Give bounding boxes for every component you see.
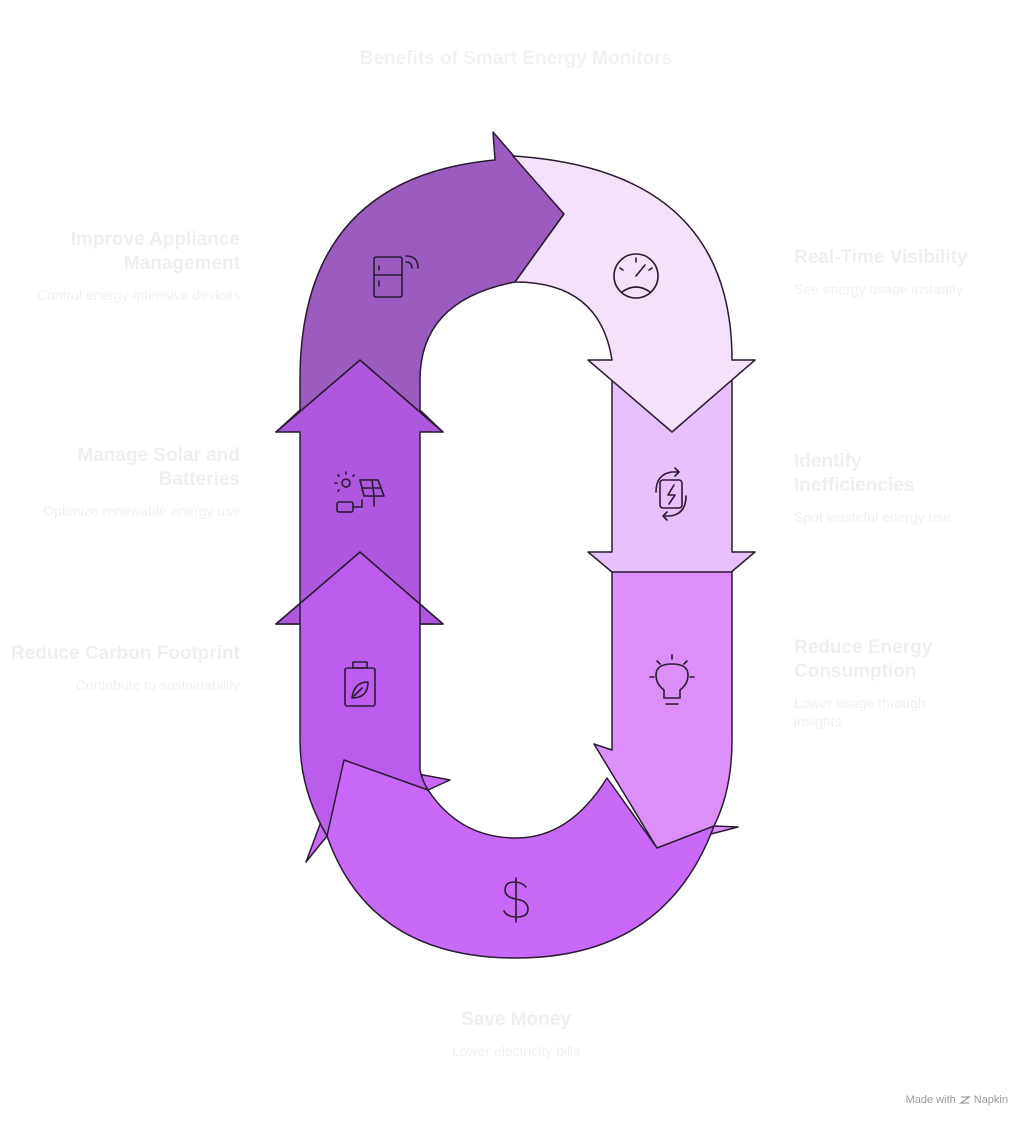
step-description: Spot wasteful energy use	[794, 509, 952, 525]
step-title: Real-Time Visibility	[794, 247, 968, 268]
step-manage-solar-batteries: Manage Solar and Batteries Optimize rene…	[0, 444, 240, 520]
solar-battery-icon	[334, 471, 385, 513]
step-identify-inefficiencies: Identify Inefficiencies Spot wasteful en…	[794, 450, 951, 526]
step-real-time-visibility: Real-Time Visibility See energy usage in…	[794, 246, 1032, 298]
step-description: Lower electricity bills	[451, 1043, 581, 1059]
step-title: Identify Inefficiencies	[794, 451, 915, 496]
made-with-napkin[interactable]: Made with Napkin	[906, 1094, 1008, 1106]
step-title: Reduce Carbon Footprint	[10, 643, 240, 664]
diagram-title: Benefits of Smart Energy Monitors	[359, 48, 673, 69]
lightbulb-icon	[649, 654, 695, 705]
segment-real-time-visibility	[512, 155, 756, 433]
segment-improve-appliance-management	[275, 131, 565, 433]
made-with-text: Made with	[905, 1094, 956, 1106]
gauge-icon	[613, 253, 659, 299]
step-description: Lower usage through insights	[794, 695, 926, 729]
dollar-icon	[503, 877, 529, 923]
step-title: Improve Appliance Management	[70, 229, 240, 274]
step-reduce-energy-consumption: Reduce Energy Consumption Lower usage th…	[794, 636, 964, 730]
napkin-brand: Napkin	[973, 1094, 1008, 1106]
segment-reduce-carbon-footprint	[275, 551, 444, 837]
step-save-money: Save Money Lower electricity bills	[396, 1008, 636, 1060]
segment-manage-solar-batteries	[275, 359, 444, 625]
segment-save-money	[305, 759, 715, 959]
step-title: Save Money	[461, 1009, 571, 1030]
step-improve-appliance-management: Improve Appliance Management Control ene…	[0, 228, 240, 304]
step-title: Manage Solar and Batteries	[77, 445, 240, 490]
step-description: See energy usage instantly	[794, 281, 963, 297]
step-title: Reduce Energy Consumption	[794, 637, 933, 682]
step-description: Control energy-intensive devices	[36, 287, 240, 303]
step-reduce-carbon-footprint: Reduce Carbon Footprint Contribute to su…	[0, 642, 240, 694]
napkin-logo-icon	[958, 1096, 971, 1104]
fridge-icon	[373, 255, 419, 298]
eco-battery-icon	[344, 661, 376, 707]
step-description: Contribute to sustainability	[75, 677, 240, 693]
step-description: Optimize renewable energy use	[43, 503, 240, 519]
battery-cycle-icon	[655, 467, 687, 521]
